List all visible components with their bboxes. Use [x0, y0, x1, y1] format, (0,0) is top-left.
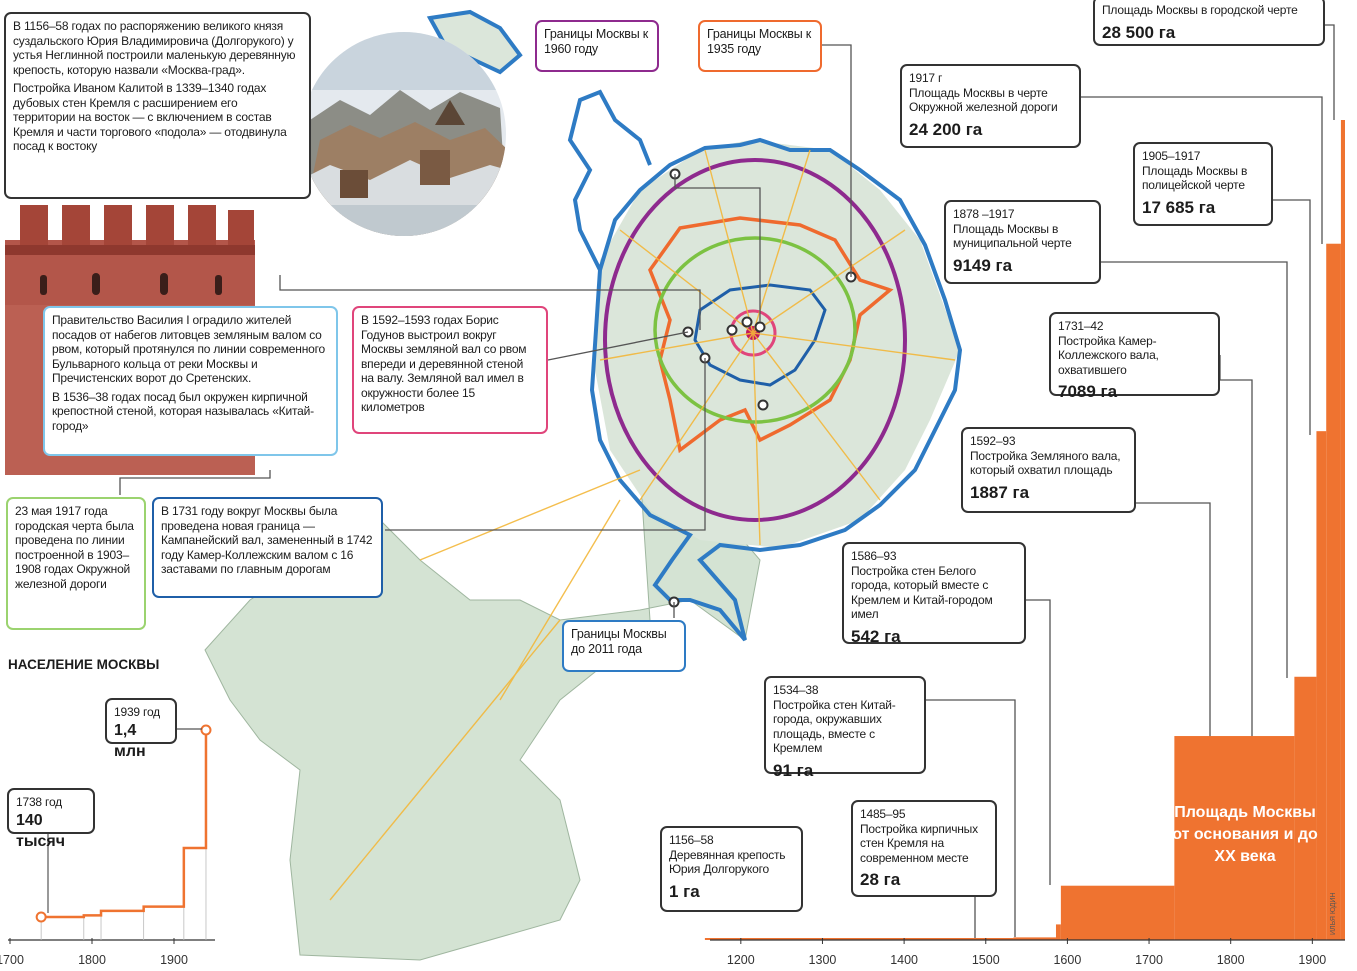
area-box-1878: 1878 –1917 Площадь Москвы в муниципально…: [944, 200, 1101, 284]
area-period: 1586–93: [851, 549, 897, 563]
area-value: 24 200 га: [909, 119, 983, 139]
area-top-label: Площадь Москвы в городской черте: [1102, 3, 1298, 17]
population-point-1738: [35, 911, 47, 923]
border-2011-northwest: [567, 89, 652, 271]
population-period-1939: 1939 год: [114, 705, 160, 719]
area-box-1905: 1905–1917 Площадь Москвы в полицейской ч…: [1133, 142, 1273, 226]
area-label: Постройка стен Белого города, который вм…: [851, 563, 993, 622]
area-value: 1887 га: [970, 482, 1030, 502]
okruzhnaya-text: 23 мая 1917 года городская черта была пр…: [15, 504, 134, 591]
area-box-1917: 1917 г Площадь Москвы в черте Окружной ж…: [900, 64, 1081, 148]
area-step-1935: [1340, 120, 1345, 940]
area-tick-label-1500: 1500: [972, 953, 1000, 967]
area-value: 17 685 га: [1142, 197, 1216, 217]
area-box-1156: 1156–58 Деревянная крепость Юрия Долгору…: [660, 826, 803, 912]
area-tick-label-1300: 1300: [809, 953, 837, 967]
area-box-1586: 1586–93 Постройка стен Белого города, ко…: [842, 542, 1026, 646]
historical-painting: [302, 32, 506, 236]
area-period: 1878 –1917: [953, 207, 1015, 221]
area-period: 1731–42: [1058, 319, 1104, 333]
area-value: 542 га: [851, 626, 901, 646]
population-value-1738: 140 тысяч: [16, 811, 66, 850]
area-value: 1 га: [669, 881, 700, 901]
area-step-1156: [704, 938, 974, 940]
border-2011: [589, 137, 963, 642]
godunov-text: В 1592–1593 годах Борис Годунов выстроил…: [361, 313, 527, 414]
area-step-1731: [1174, 736, 1295, 940]
area-value: 28 га: [860, 870, 901, 889]
area-value: 9149 га: [953, 255, 1013, 275]
population-title: НАСЕЛЕНИЕ МОСКВЫ: [8, 657, 160, 672]
vasily-box: Правительство Василия I оградило жителей…: [43, 306, 338, 456]
area-period: 1485–95: [860, 807, 906, 821]
godunov-box: В 1592–1593 годах Борис Годунов выстроил…: [352, 306, 548, 434]
border-2011-label: Границы Москвы до 2011 года: [562, 620, 686, 672]
roads: [329, 149, 956, 901]
population-box-1939: 1939 год 1,4 млн: [105, 698, 177, 760]
population-tick-label-1900: 1900: [160, 953, 188, 967]
kamer-box: В 1731 году вокруг Москвы была проведена…: [152, 497, 383, 598]
area-tick-label-1800: 1800: [1217, 953, 1245, 967]
area-value: 7089 га: [1058, 382, 1118, 401]
founding-text: В 1156–58 годах по распоряжению великого…: [13, 19, 296, 77]
area-step-1905: [1316, 431, 1327, 940]
area-period: 1534–38: [773, 683, 819, 697]
area-box-1731: 1731–42 Постройка Камер-Коллежского вала…: [1049, 312, 1220, 401]
population-line: [35, 724, 212, 940]
area-box-1534: 1534–38 Постройка стен Китай-города, окр…: [764, 676, 926, 780]
border-1960: [603, 158, 907, 522]
author-credit: ИЛЬЯ ЮДИН: [1330, 892, 1337, 936]
area-tick-label-1900: 1900: [1298, 953, 1326, 967]
area-label: Постройка кирпичных стен Кремля на совре…: [860, 821, 978, 865]
area-label: Постройка Земляного вала, который охвати…: [970, 448, 1121, 478]
area-value: 91 га: [773, 760, 814, 780]
population-tick-label-1800: 1800: [78, 953, 106, 967]
area-period: 1156–58: [669, 833, 714, 847]
area-tick-label-1400: 1400: [890, 953, 918, 967]
area-tick-label-1700: 1700: [1135, 953, 1163, 967]
area-top-value: 28 500 га: [1102, 22, 1176, 42]
area-step-1917: [1326, 243, 1341, 940]
area-step-1878: [1294, 676, 1317, 940]
area-caption: Площадь Москвы от основания и до XX века: [1172, 804, 1318, 865]
population-series: [41, 730, 208, 919]
border-1935-label: Границы Москвы к 1935 году: [698, 20, 822, 72]
area-steps: [704, 120, 1345, 940]
population-point-1939: [200, 724, 212, 736]
okruzhnaya-box: 23 мая 1917 года городская черта была пр…: [6, 497, 146, 630]
okruzhnaya-railway: [653, 236, 857, 424]
area-step-1592: [1060, 885, 1175, 940]
population-ticks: 1700 1800 1900: [0, 938, 188, 967]
area-step-1485: [973, 938, 1014, 940]
area-label: Деревянная крепость Юрия Долгорукого: [669, 847, 786, 877]
border-1960-label: Границы Москвы к 1960 году: [535, 20, 659, 72]
population-period-1738: 1738 год: [16, 795, 62, 809]
area-ticks: 1200 1300 1400 1500 1600 1700 1800 1900: [727, 938, 1326, 967]
area-label: Площадь Москвы в полицейской черте: [1142, 163, 1248, 193]
vasily-text: Правительство Василия I оградило жителей…: [52, 313, 325, 385]
area-tick-label-1200: 1200: [727, 953, 755, 967]
kalita-text: Постройка Иваном Калитой в 1339–1340 год…: [13, 81, 287, 153]
area-label: Площадь Москвы в муниципальной черте: [953, 221, 1072, 251]
founding-box: В 1156–58 годах по распоряжению великого…: [4, 12, 311, 199]
kamer-text: В 1731 году вокруг Москвы была проведена…: [161, 504, 373, 576]
area-step-1586: [1055, 924, 1061, 940]
area-step-1534: [1013, 937, 1056, 940]
area-top-box: Площадь Москвы в городской черте 28 500 …: [1093, 0, 1325, 46]
area-period: 1917 г: [909, 71, 943, 85]
area-box-1592: 1592–93 Постройка Земляного вала, которы…: [961, 427, 1136, 513]
kitai-text: В 1536–38 годах посад был окружен кирпич…: [52, 389, 314, 433]
population-box-1738: 1738 год 140 тысяч: [7, 788, 95, 850]
area-period: 1592–93: [970, 434, 1016, 448]
area-period: 1905–1917: [1142, 149, 1201, 163]
population-value-1939: 1,4 млн: [114, 721, 146, 760]
area-label: Постройка Камер-Коллежского вала, охвати…: [1058, 333, 1159, 377]
area-label: Площадь Москвы в черте Окружной железной…: [909, 85, 1058, 115]
area-tick-label-1600: 1600: [1053, 953, 1081, 967]
area-box-1485: 1485–95 Постройка кирпичных стен Кремля …: [851, 800, 997, 897]
population-tick-label-1700: 1700: [0, 953, 24, 967]
area-label: Постройка стен Китай-города, окружавших …: [773, 697, 896, 756]
